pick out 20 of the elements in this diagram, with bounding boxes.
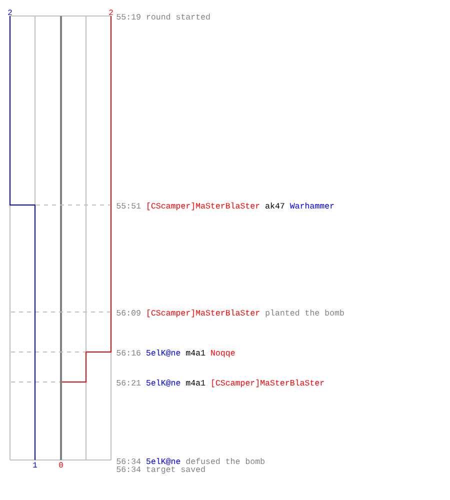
timestamp: 55:51 [116, 203, 141, 209]
event-text: planted the bomb [266, 310, 344, 318]
player-name: [CScamper]MaSterBlaSter [148, 310, 260, 318]
timestamp: 56:16 [116, 350, 140, 356]
weapon-name: m4a1 [186, 380, 206, 386]
player-name: [CScamper]MaSterBlaSter [212, 380, 324, 388]
player-name: Warhammer [290, 202, 334, 209]
timestamp: 56:09 [116, 310, 140, 316]
timestamp: 56:34 [116, 458, 141, 464]
event-text: 56:34 target saved [116, 466, 205, 474]
timestamp: 56:21 [116, 380, 141, 386]
player-name: 5elK@ne [146, 350, 180, 357]
player-name: [CScamper]MaSterBlaSter [148, 202, 260, 210]
weapon-name: ak47 [266, 202, 284, 209]
player-name: 5elK@ne [146, 458, 180, 466]
event-text: defused the bomb [186, 458, 264, 464]
player-name: 5elK@ne [146, 380, 180, 387]
weapon-name: m4a1 [186, 350, 206, 356]
event-text: 55:19 round started [116, 14, 210, 20]
player-name: Noqqe [211, 350, 235, 358]
